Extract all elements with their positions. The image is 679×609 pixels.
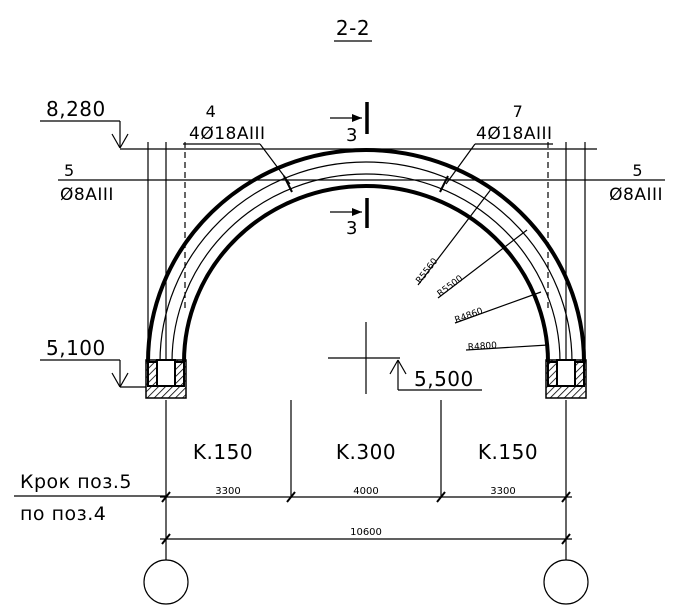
rebar-right-side-pos: 5 [632,161,643,180]
rebar-left-spec: 4Ø18AIII [189,124,266,144]
elevation-top: 8,280 [46,97,106,121]
elevation-center: 5,500 [414,367,474,391]
radius-r5560: R5560 [414,256,440,285]
spacing-middle: K.300 [336,440,396,464]
arch-outer [146,148,586,363]
section-title: 2-2 [336,16,370,40]
elevation-bottom-marker [40,359,146,388]
note-line-1: Крок поз.5 [20,471,132,493]
rebar-left-side-spec: Ø8AIII [60,185,114,205]
axis-bubble-left [143,559,189,605]
elevation-center-marker [389,359,482,391]
svg-text:3: 3 [346,125,358,146]
arch-rebar-outer [159,161,573,363]
radius-r4800: R4800 [468,341,498,353]
arch-inner [182,184,550,363]
axis-bubble-right [543,559,589,605]
rebar-left-pos: 4 [206,102,217,121]
elevation-bottom: 5,100 [46,336,106,360]
column-guide-lines [147,142,586,360]
rebar-right-side-spec: Ø8AIII [609,185,663,205]
dimension-line-total [160,533,572,545]
rebar-right-spec: 4Ø18AIII [476,124,553,144]
svg-text:3: 3 [346,218,358,239]
rebar-right-pos: 7 [513,102,524,121]
radius-r5500: R5500 [436,274,466,300]
spacing-left: K.150 [193,440,253,464]
dimension-line-row1 [160,491,572,503]
dimension-middle: 4000 [353,486,378,497]
spacing-dividers [165,400,567,560]
rebar-tick-right [439,175,449,193]
dimension-total: 10600 [350,527,382,538]
dimension-left: 3300 [215,486,240,497]
cut-mark-lower: 3 [330,198,369,239]
spacing-right: K.150 [478,440,538,464]
elevation-top-marker [40,120,129,149]
arch-rebar-inner [171,173,561,363]
rebar-left-side-pos: 5 [64,161,75,180]
radius-leaders [417,187,549,351]
radius-r4860: R4860 [454,306,485,325]
cut-mark-upper: 3 [330,102,369,146]
note-line-2: по поз.4 [20,503,106,525]
dimension-right: 3300 [490,486,515,497]
